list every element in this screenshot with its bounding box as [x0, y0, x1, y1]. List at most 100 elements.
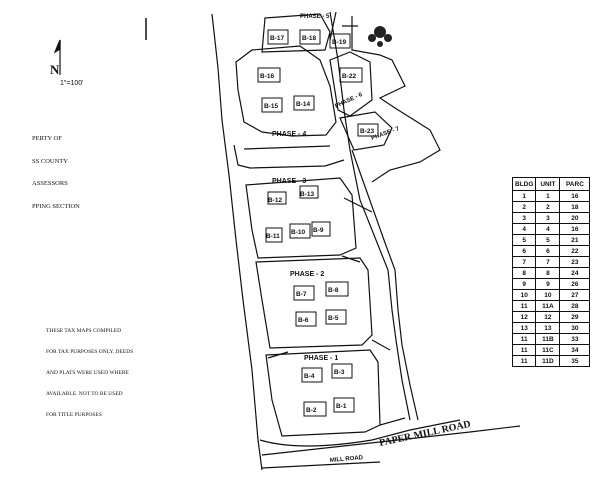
- property-note: PERTY OF SS COUNTY ASSESSORS PPING SECTI…: [32, 120, 80, 218]
- table-cell: 8: [511, 267, 537, 279]
- disclaimer-line: THESE TAX MAPS COMPILED: [46, 328, 122, 334]
- phase-label: PHASE - 1: [304, 355, 338, 362]
- building-footprint: [339, 67, 363, 83]
- table-cell: 34: [559, 344, 591, 356]
- table-cell: 12: [511, 311, 537, 323]
- table-cell: 8: [535, 267, 561, 279]
- property-note-line: ASSESSORS: [32, 180, 68, 187]
- building-footprint: [329, 33, 351, 49]
- building-label: B-16: [260, 73, 274, 80]
- table-cell: 22: [559, 245, 591, 257]
- table-cell: 11B: [535, 333, 561, 345]
- table-cell: 35: [559, 355, 591, 367]
- phase-3-outline: [245, 177, 357, 259]
- building-footprint: [267, 29, 289, 45]
- table-cell: 4: [535, 223, 561, 235]
- building-footprint: [357, 123, 379, 137]
- table-cell: 6: [511, 245, 537, 257]
- building-footprint: [311, 221, 331, 237]
- table-cell: 3: [511, 212, 537, 224]
- building-label: B-11: [266, 233, 280, 240]
- disclaimer-line: FOR TAX PURPOSES ONLY. DEEDS: [46, 349, 134, 355]
- tree-cluster-icon: [368, 26, 392, 47]
- road-label: MILL ROAD: [330, 455, 364, 464]
- building-label: B-1: [336, 403, 347, 410]
- building-label: B-3: [334, 369, 345, 376]
- table-cell: 26: [559, 278, 591, 290]
- table-cell: 2: [511, 201, 537, 213]
- road-edge: [351, 149, 419, 421]
- phase-label: PHASE - 3: [272, 178, 306, 185]
- parcel-boundary-west: [211, 13, 263, 471]
- building-label: B-15: [264, 103, 278, 110]
- table-cell: 30: [559, 322, 591, 334]
- disclaimer-note: THESE TAX MAPS COMPILED FOR TAX PURPOSES…: [46, 314, 133, 426]
- building-footprint: [333, 397, 355, 413]
- table-cell: 13: [511, 322, 537, 334]
- table-cell: 9: [535, 278, 561, 290]
- table-cell: 4: [511, 223, 537, 235]
- table-cell: 20: [559, 212, 591, 224]
- building-label: B-23: [360, 128, 374, 135]
- table-cell: 27: [559, 289, 591, 301]
- table-cell: 7: [535, 256, 561, 268]
- building-label: B-22: [342, 73, 356, 80]
- building-footprint: [293, 95, 315, 111]
- table-cell: 12: [535, 311, 561, 323]
- building-label: B-9: [313, 227, 324, 234]
- table-cell: 3: [535, 212, 561, 224]
- table-cell: 6: [535, 245, 561, 257]
- table-cell: 1: [535, 190, 561, 202]
- table-cell: 29: [559, 311, 591, 323]
- table-cell: 24: [559, 267, 591, 279]
- building-label: B-19: [332, 39, 346, 46]
- north-arrow-icon: [53, 39, 61, 75]
- building-footprint: [325, 281, 349, 297]
- phase-7-outline: [339, 111, 393, 151]
- phase-label: PHASE - 6: [334, 92, 364, 110]
- table-cell: 9: [511, 278, 537, 290]
- building-label: B-18: [302, 35, 316, 42]
- table-cell: 11: [511, 344, 537, 356]
- building-footprint: [299, 185, 319, 199]
- building-label: B-5: [328, 315, 339, 322]
- building-label: B-12: [268, 197, 282, 204]
- building-footprint: [261, 97, 283, 113]
- table-cell: 10: [511, 289, 537, 301]
- table-cell: 21: [559, 234, 591, 246]
- table-cell: 11D: [535, 355, 561, 367]
- phase-6-outline: [329, 51, 373, 117]
- table-cell: 10: [535, 289, 561, 301]
- table-cell: 11A: [535, 300, 561, 312]
- table-header-cell: BLDG: [511, 177, 537, 191]
- phase-label: PHASE - 5: [300, 14, 330, 20]
- table-cell: 11: [511, 300, 537, 312]
- building-label: B-8: [328, 287, 339, 294]
- phase-2-outline: [255, 257, 373, 349]
- table-cell: 1: [511, 190, 537, 202]
- table-cell: 13: [535, 322, 561, 334]
- table-cell: 2: [535, 201, 561, 213]
- parcel-boundary-east: [329, 11, 411, 421]
- building-footprint: [325, 309, 347, 325]
- table-header-cell: UNIT: [535, 177, 561, 191]
- building-footprint: [267, 191, 287, 205]
- table-cell: 18: [559, 201, 591, 213]
- building-footprint: [301, 367, 323, 383]
- phase-label: PHASE - 2: [290, 271, 324, 278]
